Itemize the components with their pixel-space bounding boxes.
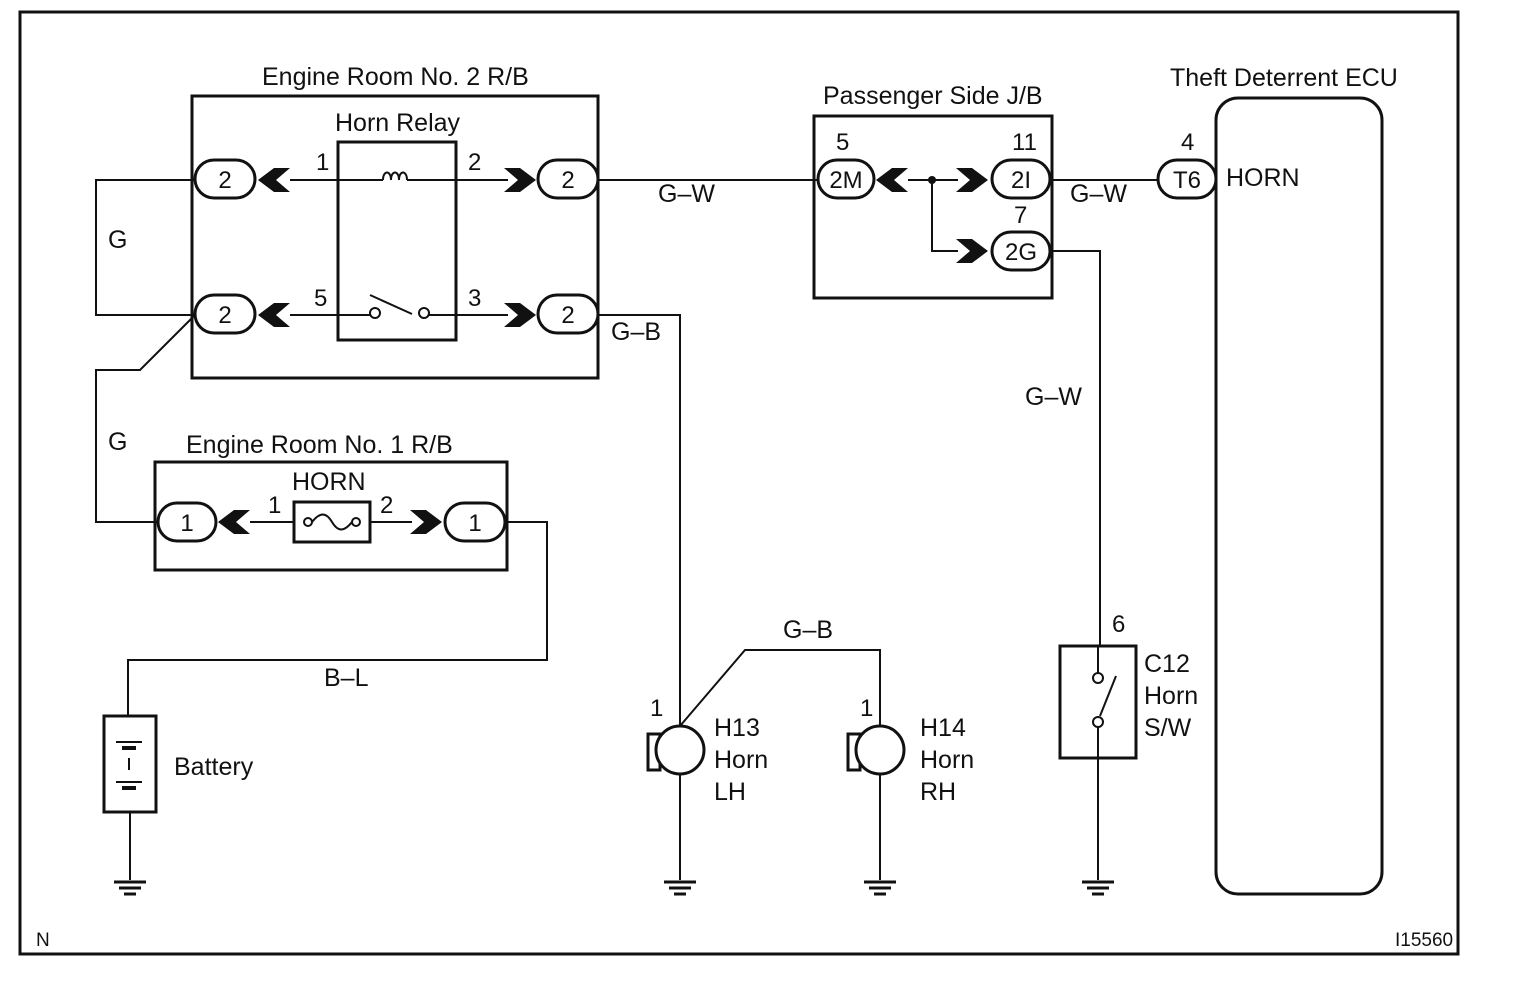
relay-pin-3: 3 bbox=[468, 285, 481, 312]
wire-gb bbox=[598, 314, 681, 726]
connector-arrow-icon bbox=[504, 303, 536, 327]
er1-connector-label: 1 bbox=[468, 510, 481, 537]
jb-connector-2m bbox=[816, 158, 876, 200]
h13-pin-1: 1 bbox=[650, 695, 663, 722]
ecu-horn-terminal-label: HORN bbox=[1226, 164, 1300, 192]
fuse-pin-2: 2 bbox=[380, 492, 393, 519]
wire-g bbox=[95, 314, 196, 523]
relay-pin-5: 5 bbox=[314, 285, 327, 312]
connector-arrow-icon bbox=[504, 168, 536, 192]
wire-label-gw: G–W bbox=[1025, 383, 1082, 411]
er2-rb-label: Engine Room No. 2 R/B bbox=[262, 63, 529, 91]
wire-label-g: G bbox=[108, 226, 127, 254]
wire-label-bl: B–L bbox=[324, 664, 369, 692]
horn-switch-line1: C12 bbox=[1144, 650, 1190, 678]
jb-pin-5: 5 bbox=[836, 129, 849, 156]
horn-lh-icon bbox=[646, 724, 706, 776]
wire-gb bbox=[679, 649, 881, 727]
er1-rb-label: Engine Room No. 1 R/B bbox=[186, 431, 453, 459]
er2-connector-label: 2 bbox=[561, 302, 574, 329]
jb-connector-2i-label: 2I bbox=[1011, 167, 1031, 194]
horn-relay-box bbox=[336, 140, 458, 342]
er2-rb-box bbox=[190, 94, 600, 380]
wire-g bbox=[95, 179, 195, 316]
diagram-frame bbox=[18, 10, 1460, 956]
relay-coil-icon bbox=[382, 171, 408, 181]
horn-switch-line2: Horn bbox=[1144, 682, 1198, 710]
wire-label-g: G bbox=[108, 428, 127, 456]
theft-ecu-label: Theft Deterrent ECU bbox=[1170, 64, 1398, 92]
connector-arrow-icon bbox=[258, 303, 290, 327]
fuse-element-icon bbox=[311, 513, 353, 531]
horn-lh-line3: LH bbox=[714, 778, 746, 806]
horn-rh-line2: Horn bbox=[920, 746, 974, 774]
h14-pin-1: 1 bbox=[860, 695, 873, 722]
er1-connector bbox=[156, 501, 218, 543]
horn-switch-contact-icon bbox=[1092, 716, 1104, 728]
horn-switch-contact-icon bbox=[1092, 672, 1104, 684]
connector-arrow-icon bbox=[956, 168, 988, 192]
relay-switch-arm-icon bbox=[369, 294, 413, 315]
sw-pin-6: 6 bbox=[1112, 611, 1125, 638]
jb-connector-2m-label: 2M bbox=[829, 167, 862, 194]
horn-lh-line2: Horn bbox=[714, 746, 768, 774]
er2-connector-label: 2 bbox=[561, 167, 574, 194]
ecu-connector-t6-label: T6 bbox=[1173, 167, 1201, 194]
jb-pin-7: 7 bbox=[1014, 202, 1027, 229]
er1-rb-box bbox=[153, 460, 509, 572]
horn-fuse-label: HORN bbox=[292, 468, 366, 496]
connector-arrow-icon bbox=[956, 239, 988, 263]
fuse-pin-1: 1 bbox=[268, 492, 281, 519]
wire-gw bbox=[1050, 250, 1101, 646]
er2-connector-label: 2 bbox=[218, 302, 231, 329]
ecu-pin-4: 4 bbox=[1181, 129, 1194, 156]
horn-relay-label: Horn Relay bbox=[335, 109, 461, 137]
er1-connector-label: 1 bbox=[180, 510, 193, 537]
relay-pin-2: 2 bbox=[468, 149, 481, 176]
theft-ecu-box bbox=[1214, 96, 1384, 896]
relay-switch-contact-icon bbox=[418, 307, 430, 319]
fuse-terminal-icon bbox=[351, 517, 361, 527]
horn-rh-icon bbox=[846, 724, 906, 776]
jb-pin-11: 11 bbox=[1012, 129, 1037, 156]
relay-pin-1: 1 bbox=[316, 149, 329, 176]
wire-label-gw: G–W bbox=[1070, 180, 1127, 208]
connector-arrow-icon bbox=[876, 168, 908, 192]
fuse-terminal-icon bbox=[303, 517, 313, 527]
horn-rh-line3: RH bbox=[920, 778, 956, 806]
horn-switch-arm-icon bbox=[1099, 675, 1117, 717]
connector-arrow-icon bbox=[410, 510, 442, 534]
diagram-code: I15560 bbox=[1395, 930, 1453, 951]
horn-lh-line1: H13 bbox=[714, 714, 760, 742]
wire-label-gb: G–B bbox=[611, 318, 661, 346]
passenger-jb-box bbox=[812, 114, 1054, 300]
ground-icon bbox=[114, 880, 146, 896]
connector-arrow-icon bbox=[218, 510, 250, 534]
connector-arrow-icon bbox=[258, 168, 290, 192]
wire-bl bbox=[127, 521, 548, 716]
battery-label: Battery bbox=[174, 753, 254, 781]
wire-label-gb: G–B bbox=[783, 616, 833, 644]
ecu-connector-t6 bbox=[1156, 158, 1218, 200]
corner-mark: N bbox=[36, 930, 50, 951]
ground-icon bbox=[1082, 880, 1114, 896]
relay-switch-contact-icon bbox=[369, 307, 381, 319]
passenger-jb-label: Passenger Side J/B bbox=[823, 82, 1043, 110]
ground-icon bbox=[664, 880, 696, 896]
er2-connector-label: 2 bbox=[218, 167, 231, 194]
jb-connector-2g-label: 2G bbox=[1005, 239, 1037, 266]
horn-rh-line1: H14 bbox=[920, 714, 966, 742]
wire bbox=[931, 180, 958, 252]
wire-label-gw: G–W bbox=[658, 180, 715, 208]
ground-icon bbox=[864, 880, 896, 896]
horn-switch-line3: S/W bbox=[1144, 714, 1192, 742]
